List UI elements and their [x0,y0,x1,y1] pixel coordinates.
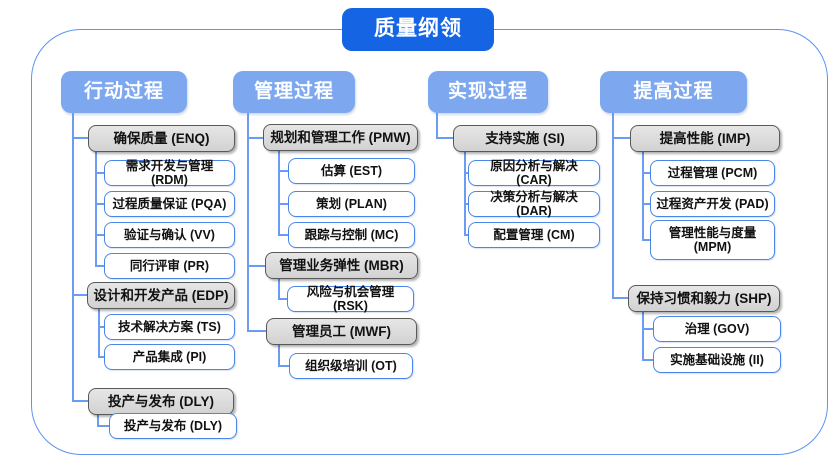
connector-line [95,152,97,267]
leaf-node-rdm[interactable]: 需求开发与管理 (RDM) [104,159,235,187]
connector-line [642,328,654,330]
leaf-node-dar[interactable]: 决策分析与解决 (DAR) [468,190,600,218]
group-node-si[interactable]: 支持实施 (SI) [453,125,597,152]
connector-line [278,279,280,300]
leaf-node-gov[interactable]: 治理 (GOV) [653,316,781,342]
connector-line [95,203,105,205]
leaf-node-pqa[interactable]: 过程质量保证 (PQA) [104,191,235,217]
connector-line [278,298,288,300]
connector-line [464,203,470,205]
leaf-node-ot[interactable]: 组织级培训 (OT) [289,353,413,379]
connector-line [464,234,470,236]
connector-line [464,152,466,236]
connector-line [95,172,105,174]
connector-line [97,425,110,427]
group-node-enq[interactable]: 确保质量 (ENQ) [88,125,235,152]
connector-line [278,170,289,172]
leaf-node-pad[interactable]: 过程资产开发 (PAD) [650,191,775,217]
connector-line [72,294,88,296]
leaf-node-plan[interactable]: 策划 (PLAN) [288,191,415,217]
group-node-mbr[interactable]: 管理业务弹性 (MBR) [265,252,418,279]
leaf-node-pcm[interactable]: 过程管理 (PCM) [650,160,775,186]
connector-line [247,137,264,139]
connector-line [612,297,629,299]
group-node-edp[interactable]: 设计和开发产品 (EDP) [87,282,235,309]
leaf-node-est[interactable]: 估算 (EST) [288,158,415,184]
group-node-dly[interactable]: 投产与发布 (DLY) [88,388,234,415]
leaf-node-mc[interactable]: 跟踪与控制 (MC) [288,222,415,248]
connector-line [642,312,644,361]
connector-line [247,113,249,332]
leaf-node-cm[interactable]: 配置管理 (CM) [468,222,600,248]
connector-line [436,113,438,139]
group-node-shp[interactable]: 保持习惯和毅力 (SHP) [628,285,780,312]
root-node-quality-program[interactable]: 质量纲领 [342,8,494,51]
connector-line [612,137,631,139]
leaf-node-rsk[interactable]: 风险与机会管理 (RSK) [287,285,414,313]
connector-line [642,239,651,241]
leaf-node-car[interactable]: 原因分析与解决 (CAR) [468,159,600,187]
connector-line [612,113,614,299]
connector-line [98,326,105,328]
connector-line [278,234,289,236]
connector-line [278,203,289,205]
connector-line [278,151,280,236]
column-header-action-process[interactable]: 行动过程 [61,71,187,113]
connector-line [72,113,74,402]
connector-line [464,172,470,174]
leaf-node-ii[interactable]: 实施基础设施 (II) [653,347,781,373]
connector-line [98,356,105,358]
leaf-node-pi[interactable]: 产品集成 (PI) [104,344,235,370]
column-header-improvement-process[interactable]: 提高过程 [600,71,747,113]
connector-line [98,309,100,358]
connector-line [247,265,266,267]
group-node-pmw[interactable]: 规划和管理工作 (PMW) [263,124,418,151]
connector-line [95,265,105,267]
group-node-mwf[interactable]: 管理员工 (MWF) [266,318,417,345]
connector-line [642,152,644,241]
connector-line [642,359,654,361]
leaf-node-vv[interactable]: 验证与确认 (VV) [104,222,235,248]
column-header-implementation-process[interactable]: 实现过程 [428,71,548,113]
leaf-node-ts[interactable]: 技术解决方案 (TS) [104,314,235,340]
connector-line [278,365,290,367]
leaf-node-mpm[interactable]: 管理性能与度量 (MPM) [650,220,775,260]
connector-line [642,172,651,174]
connector-line [436,137,454,139]
connector-line [278,345,280,367]
connector-line [247,330,267,332]
connector-line [642,203,651,205]
connector-line [97,415,99,427]
leaf-node-dly[interactable]: 投产与发布 (DLY) [109,413,237,439]
connector-line [95,234,105,236]
connector-line [72,400,89,402]
leaf-node-pr[interactable]: 同行评审 (PR) [104,253,235,279]
group-node-imp[interactable]: 提高性能 (IMP) [630,125,780,152]
connector-line [72,137,89,139]
column-header-management-process[interactable]: 管理过程 [233,71,355,113]
